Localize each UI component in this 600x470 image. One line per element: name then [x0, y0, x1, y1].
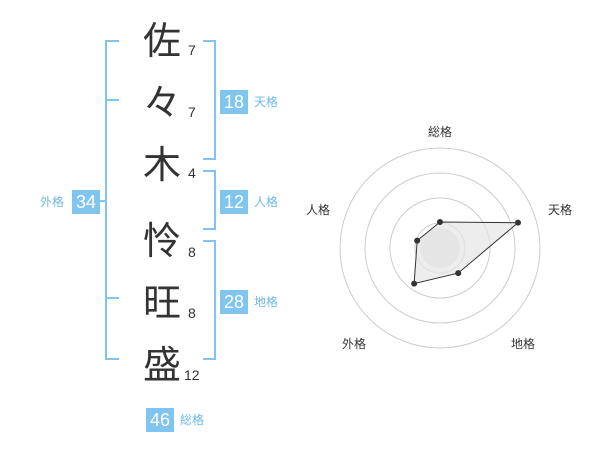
stroke-count-6: 12 — [184, 367, 200, 383]
radar-polygon — [413, 221, 520, 285]
radar-label-soukaku: 総格 — [428, 125, 453, 139]
soukaku-label: 総格 — [180, 413, 205, 427]
radar-point-gaikaku — [411, 280, 418, 287]
name-char-1: 佐 — [142, 19, 181, 63]
radar-point-tenkaku — [514, 219, 521, 226]
radar-ring — [339, 147, 541, 349]
soukaku-badge: 46 — [146, 408, 174, 432]
stroke-count-5: 8 — [188, 305, 196, 321]
gaikaku-badge: 34 — [72, 190, 100, 214]
name-char-5: 旺 — [142, 281, 181, 325]
radar-rings — [339, 147, 541, 349]
radar-point-jinkaku — [414, 237, 421, 244]
name-char-4: 怜 — [142, 219, 181, 263]
gaikaku-label: 外格 — [40, 195, 65, 209]
stroke-count-3: 4 — [188, 165, 196, 181]
radar-label-jinkaku: 人格 — [306, 203, 331, 217]
radar-points — [411, 219, 521, 287]
radar-label-chikaku: 地格 — [511, 337, 536, 351]
chikaku-badge: 28 — [220, 290, 248, 314]
radar-ring — [364, 172, 516, 324]
radar-ring — [389, 197, 491, 299]
stroke-count-1: 7 — [188, 42, 196, 58]
stroke-count-2: 7 — [188, 104, 196, 120]
name-char-2: 々 — [142, 81, 181, 125]
radar-point-soukaku — [437, 219, 443, 225]
radar-label-gaikaku: 外格 — [342, 337, 367, 351]
name-char-6: 盛 — [142, 343, 181, 387]
stroke-count-4: 8 — [188, 244, 196, 260]
tenkaku-label: 天格 — [254, 95, 279, 109]
radar-label-tenkaku: 天格 — [548, 203, 573, 217]
radar-point-chikaku — [455, 270, 462, 277]
chikaku-label: 地格 — [254, 295, 279, 309]
jinkaku-badge: 12 — [220, 190, 248, 214]
jinkaku-label: 人格 — [254, 195, 279, 209]
tenkaku-badge: 18 — [220, 90, 248, 114]
name-char-3: 木 — [142, 143, 181, 187]
